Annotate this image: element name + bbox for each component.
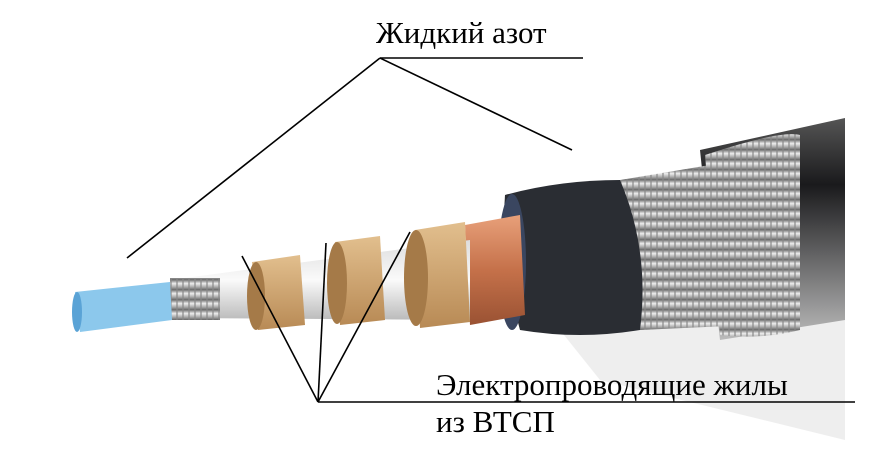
nitrogen-pointer-2 [379, 57, 573, 151]
liquid-nitrogen-channel [75, 282, 172, 332]
copper-screen [465, 215, 525, 325]
inner-spiral [170, 278, 220, 320]
conductor-pointer-2 [317, 242, 327, 403]
insulation-ring-3-end [404, 230, 428, 326]
insulation-ring-1-end [247, 262, 265, 330]
conductors-label-line2: из ВТСП [436, 404, 555, 439]
conductor-pointer-3 [317, 231, 411, 403]
insulation-ring-2-end [327, 242, 347, 324]
nitrogen-channel-end [72, 292, 82, 332]
dark-insulation-layer [504, 180, 643, 335]
leader-lines [126, 57, 855, 403]
conductor-pointer-1 [241, 255, 319, 403]
insulation-ring-1 [252, 255, 305, 330]
insulation-ring-3 [415, 222, 470, 328]
nitrogen-pointer-1 [126, 57, 381, 259]
liquid-nitrogen-label: Жидкий азот [376, 15, 547, 50]
inner-corrugated-pipe [620, 160, 750, 330]
conductors-label-line1: Электропроводящие жилы [436, 367, 788, 402]
